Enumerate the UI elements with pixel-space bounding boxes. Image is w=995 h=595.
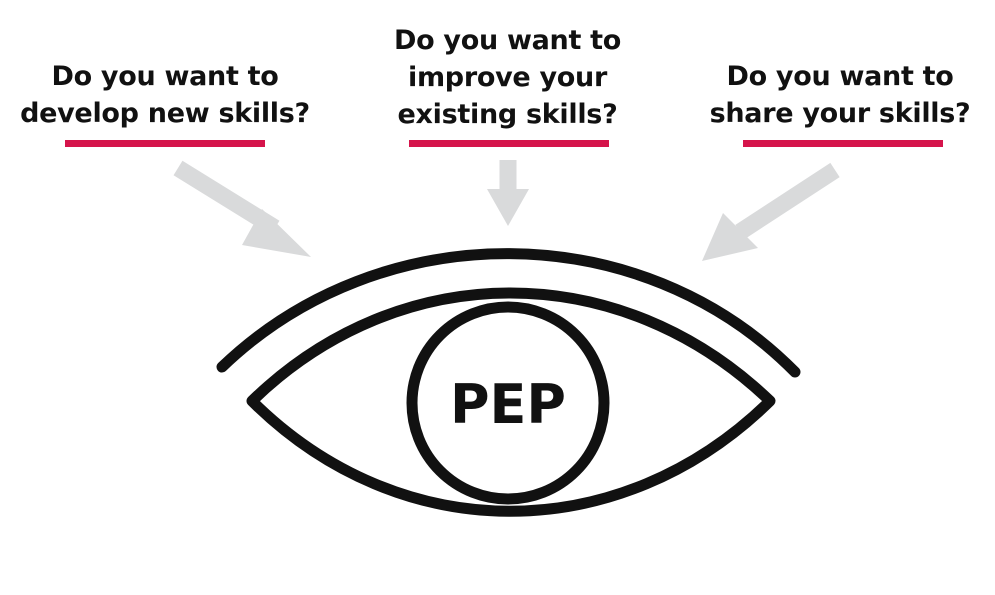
underline-left xyxy=(65,140,265,147)
arrow-right-head xyxy=(702,213,758,261)
question-line: Do you want to xyxy=(393,25,622,56)
question-line: improve your xyxy=(408,62,607,93)
pep-label: PEP xyxy=(450,373,566,436)
question-line: existing skills? xyxy=(397,99,618,130)
arrow-right-shaft xyxy=(735,162,840,240)
arrow-left xyxy=(173,160,311,257)
eye-outline xyxy=(246,287,776,517)
pupil-circle xyxy=(406,301,610,505)
question-line: Do you want to xyxy=(726,61,954,92)
question-line: develop new skills? xyxy=(20,98,310,129)
eye-icon xyxy=(216,248,801,517)
question-share-skills: Do you want to share your skills? xyxy=(695,58,985,132)
arrow-left-head xyxy=(242,209,311,257)
eyebrow-arc xyxy=(216,248,801,378)
question-improve-skills: Do you want to improve your existing ski… xyxy=(360,22,655,133)
underline-center xyxy=(409,140,609,147)
question-develop-skills: Do you want to develop new skills? xyxy=(20,58,310,132)
question-line: share your skills? xyxy=(709,98,971,129)
question-line: Do you want to xyxy=(51,61,279,92)
arrow-right xyxy=(702,162,840,261)
underline-right xyxy=(743,140,943,147)
arrow-center-head xyxy=(487,189,529,226)
arrow-center xyxy=(487,160,529,226)
